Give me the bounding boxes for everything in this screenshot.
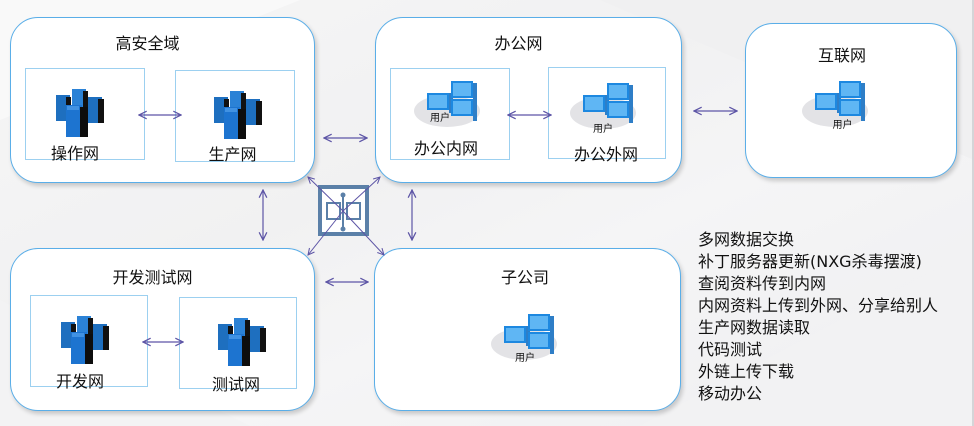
zone-subsidiary[interactable]: 子公司 用户 [374, 248, 681, 411]
node-office-intranet[interactable]: 用户 办公内网 [390, 68, 510, 160]
zone-title: 开发测试网 [112, 268, 193, 287]
user-caption: 用户 [430, 113, 450, 124]
user-workstations-icon [490, 312, 560, 364]
user-workstations-icon [569, 81, 639, 133]
use-case-item: 查阅资料传到内网 [698, 274, 827, 293]
user-caption: 用户 [832, 120, 853, 131]
node-dev-net[interactable]: 开发网 [30, 295, 148, 391]
server-cluster-icon [57, 314, 117, 370]
node-label: 测试网 [211, 375, 260, 394]
user-workstations-icon [801, 79, 871, 131]
link-gateway-dev-test [308, 210, 344, 255]
server-cluster-icon [52, 87, 112, 143]
zone-dev-test[interactable]: 开发测试网 开发网 测试网 [10, 248, 315, 411]
node-operation-net[interactable]: 操作网 [25, 68, 145, 163]
node-production-net[interactable]: 生产网 [175, 70, 295, 164]
node-label: 办公外网 [573, 145, 638, 164]
server-cluster-icon [210, 89, 270, 145]
use-case-item: 生产网数据读取 [698, 318, 811, 337]
server-cluster-icon [214, 316, 274, 372]
use-case-item: 补丁服务器更新(NXG杀毒摆渡) [698, 252, 922, 271]
use-case-item: 代码测试 [698, 340, 763, 359]
link-gateway-subsidiary [342, 210, 384, 255]
node-label: 操作网 [50, 144, 99, 163]
use-case-item: 内网资料上传到外网、分享给别人 [698, 296, 939, 315]
user-workstations-icon [413, 79, 483, 131]
node-label: 生产网 [208, 145, 257, 164]
zone-title: 办公网 [494, 34, 543, 53]
use-case-item: 外链上传下载 [698, 362, 795, 381]
zone-title: 高安全域 [115, 34, 180, 53]
zone-internet[interactable]: 互联网 用户 [745, 23, 957, 178]
zone-title: 互联网 [817, 46, 866, 65]
use-case-list: 多网数据交换 补丁服务器更新(NXG杀毒摆渡) 查阅资料传到内网 内网资料上传到… [698, 229, 938, 405]
node-office-extranet[interactable]: 用户 办公外网 [548, 67, 666, 164]
node-test-net[interactable]: 测试网 [179, 297, 297, 394]
user-caption: 用户 [593, 124, 613, 135]
frame-edge [972, 0, 974, 426]
node-label: 开发网 [55, 372, 104, 391]
zone-high-security[interactable]: 高安全域 操作网 生产网 [10, 17, 315, 183]
link-gateway-high-security [308, 177, 344, 212]
zone-title: 子公司 [500, 268, 549, 287]
node-label: 办公内网 [413, 139, 478, 158]
user-caption: 用户 [515, 353, 535, 364]
use-case-item: 移动办公 [698, 384, 763, 403]
zone-office[interactable]: 办公网 用户 办公内网 [375, 17, 682, 183]
link-gateway-office [342, 177, 380, 212]
use-case-item: 多网数据交换 [698, 230, 795, 249]
